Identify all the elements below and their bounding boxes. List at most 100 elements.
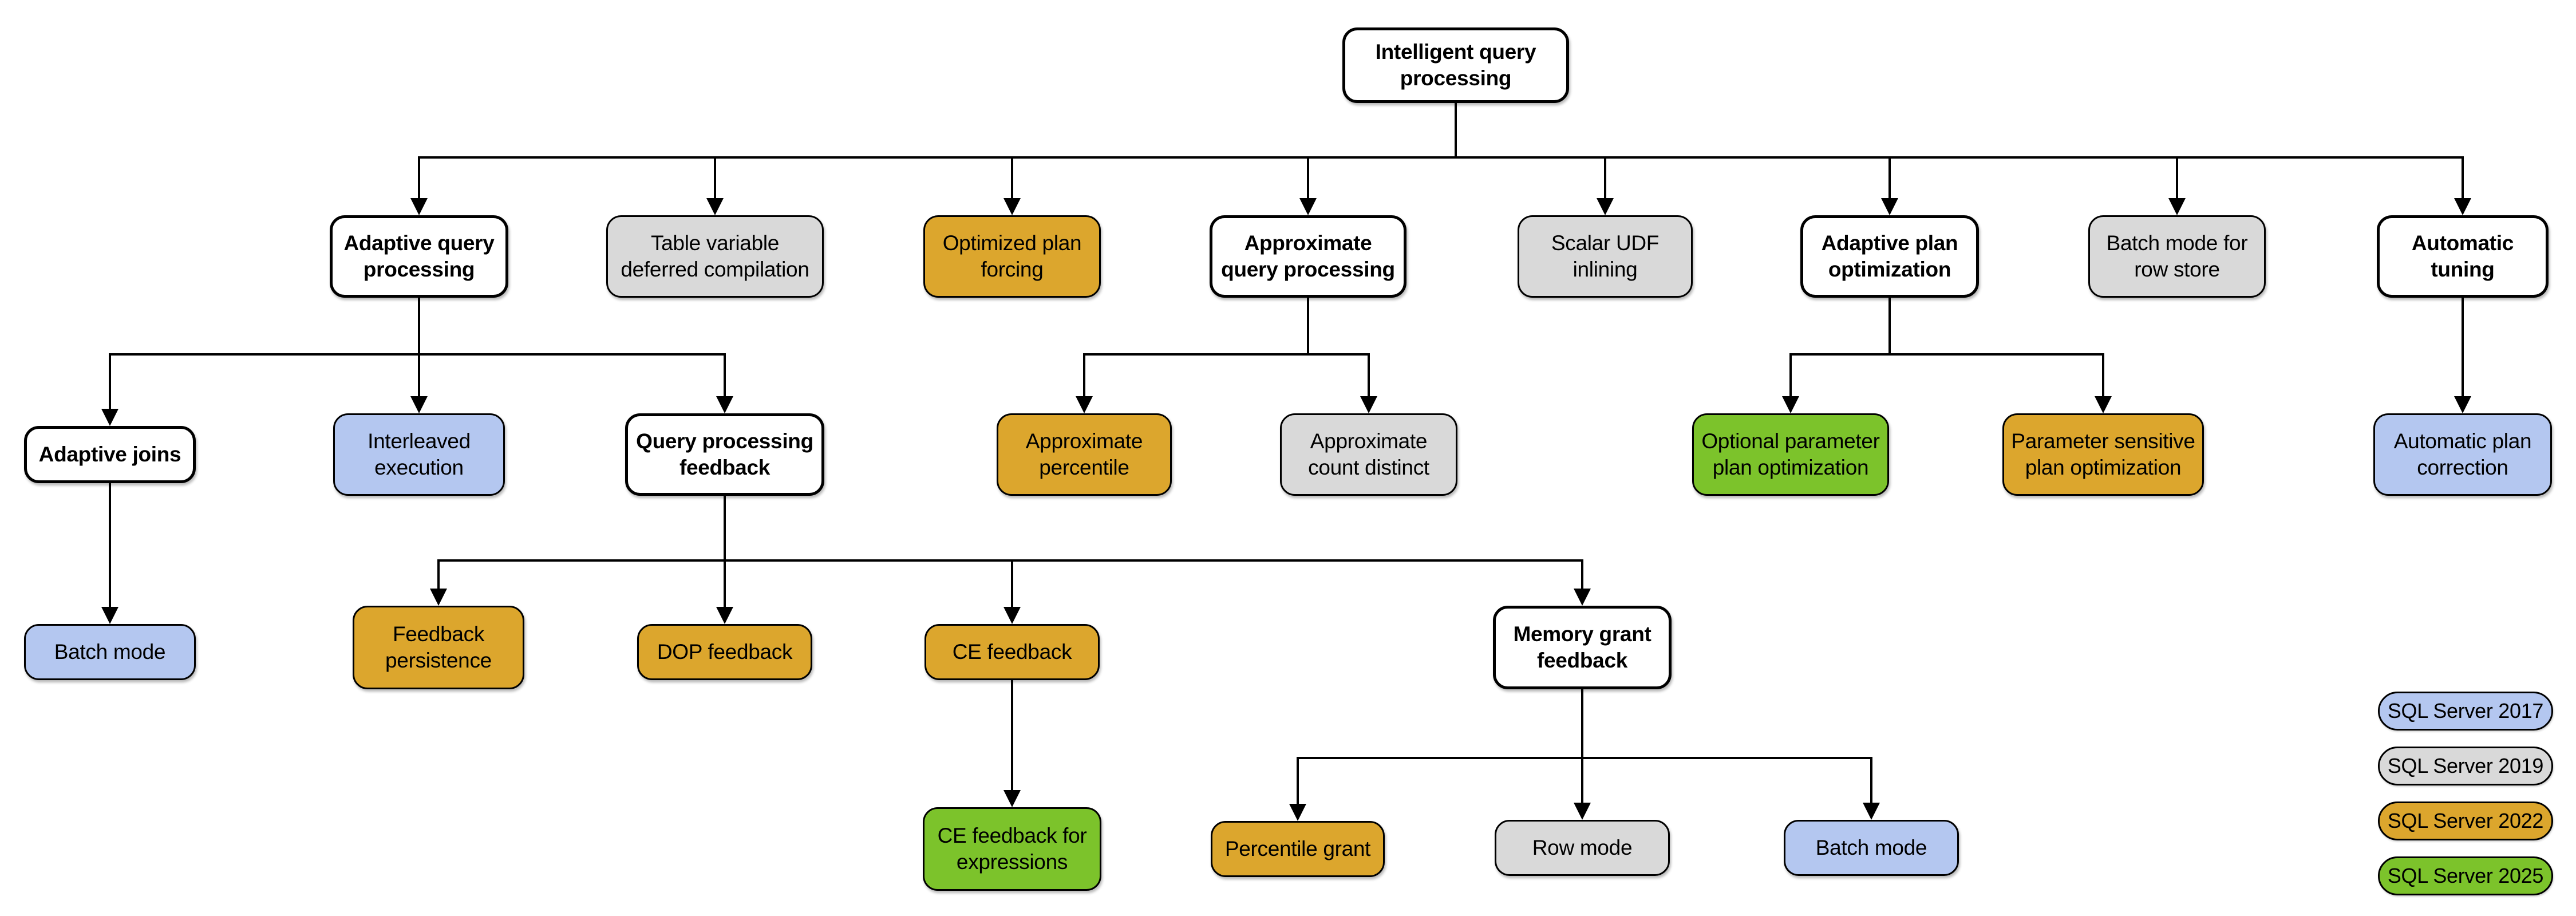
node-label: Row mode — [1532, 836, 1633, 860]
connector-line — [1297, 757, 1299, 807]
legend-item-sql2019: SQL Server 2019 — [2378, 747, 2553, 785]
node-apc: Automatic plan correction — [2373, 413, 2552, 496]
arrowhead-down-icon — [2095, 396, 2112, 413]
connector-line — [1888, 298, 1891, 356]
connector-line — [2462, 156, 2464, 202]
legend-label: SQL Server 2025 — [2387, 864, 2544, 887]
node-ie: Interleaved execution — [333, 413, 505, 496]
arrowhead-down-icon — [716, 607, 733, 624]
connector-line — [714, 156, 716, 202]
node-label: Feedback persistence — [385, 622, 492, 672]
legend-label: SQL Server 2022 — [2387, 809, 2544, 832]
node-label: Approximate percentile — [1025, 429, 1143, 479]
connector-line — [109, 353, 111, 412]
legend-item-sql2022: SQL Server 2022 — [2378, 802, 2553, 840]
node-oppo: Optional parameter plan optimization — [1692, 413, 1889, 496]
node-pg: Percentile grant — [1211, 821, 1385, 877]
connector-line — [1581, 559, 1583, 592]
connector-line — [1581, 689, 1583, 759]
node-fp: Feedback persistence — [353, 606, 524, 689]
node-label: CE feedback for expressions — [937, 824, 1087, 874]
node-label: Interleaved execution — [368, 429, 471, 479]
node-label: Batch mode — [54, 640, 166, 664]
connector-line — [109, 483, 111, 610]
connector-line — [1368, 353, 1370, 400]
connector-line — [1297, 757, 1872, 759]
arrowhead-down-icon — [2168, 198, 2186, 215]
node-label: Percentile grant — [1224, 837, 1371, 861]
connector-line — [1011, 559, 1013, 610]
arrowhead-down-icon — [1881, 198, 1898, 215]
node-aqproc: Approximate query processing — [1210, 215, 1406, 298]
arrowhead-down-icon — [2454, 396, 2471, 413]
node-label: Adaptive plan optimization — [1821, 231, 1958, 281]
connector-line — [1604, 156, 1606, 202]
node-dop: DOP feedback — [637, 624, 812, 680]
node-pspo: Parameter sensitive plan optimization — [2002, 413, 2204, 496]
arrowhead-down-icon — [2454, 198, 2471, 215]
node-acd: Approximate count distinct — [1280, 413, 1457, 496]
connector-line — [1455, 103, 1457, 159]
arrowhead-down-icon — [1003, 198, 1021, 215]
arrowhead-down-icon — [1076, 396, 1093, 413]
node-apo: Adaptive plan optimization — [1800, 215, 1979, 298]
node-label: DOP feedback — [657, 640, 793, 664]
node-qpf: Query processing feedback — [625, 413, 824, 496]
node-apct: Approximate percentile — [997, 413, 1172, 496]
arrowhead-down-icon — [1003, 607, 1021, 624]
node-label: Batch mode — [1815, 836, 1927, 860]
connector-line — [1011, 156, 1013, 202]
connector-line — [418, 156, 2464, 159]
arrowhead-down-icon — [1289, 804, 1306, 821]
legend-item-sql2017: SQL Server 2017 — [2378, 692, 2553, 731]
connector-line — [418, 298, 420, 356]
connector-line — [724, 559, 726, 610]
connector-line — [1581, 757, 1583, 806]
arrowhead-down-icon — [101, 607, 118, 624]
connector-line — [1307, 298, 1309, 356]
connector-line — [1789, 353, 2104, 356]
connector-line — [1083, 353, 1085, 400]
connector-line — [418, 353, 420, 400]
node-label: Scalar UDF inlining — [1551, 231, 1660, 281]
legend-label: SQL Server 2019 — [2387, 754, 2544, 777]
connector-line — [1307, 156, 1309, 202]
node-label: Adaptive joins — [38, 443, 181, 467]
connector-line — [1888, 156, 1891, 202]
legend-label: SQL Server 2017 — [2387, 699, 2544, 722]
node-label: Approximate query processing — [1221, 231, 1395, 281]
node-bm1: Batch mode — [24, 624, 196, 680]
connector-line — [418, 156, 420, 202]
node-label: Optional parameter plan optimization — [1701, 429, 1880, 479]
node-label: Parameter sensitive plan optimization — [2011, 429, 2195, 479]
connector-line — [109, 353, 726, 356]
node-label: Intelligent query processing — [1375, 40, 1536, 90]
connector-line — [2462, 298, 2464, 400]
arrowhead-down-icon — [1863, 803, 1880, 820]
node-aqp: Adaptive query processing — [330, 215, 508, 298]
node-cef: CE feedback — [924, 624, 1100, 680]
arrowhead-down-icon — [706, 198, 724, 215]
arrowhead-down-icon — [1299, 198, 1317, 215]
connector-line — [2102, 353, 2104, 400]
node-bmrs: Batch mode for row store — [2088, 215, 2266, 298]
arrowhead-down-icon — [1360, 396, 1377, 413]
node-bm2: Batch mode — [1784, 820, 1959, 876]
node-root: Intelligent query processing — [1342, 27, 1569, 103]
node-tvdc: Table variable deferred compilation — [606, 215, 824, 298]
node-label: CE feedback — [952, 640, 1072, 664]
arrowhead-down-icon — [1597, 198, 1614, 215]
arrowhead-down-icon — [410, 198, 428, 215]
arrowhead-down-icon — [430, 589, 447, 606]
connector-line — [724, 496, 726, 562]
connector-line — [2176, 156, 2178, 202]
connector-line — [1083, 353, 1370, 356]
node-label: Adaptive query processing — [343, 231, 495, 281]
node-label: Memory grant feedback — [1513, 622, 1652, 672]
connector-line — [724, 353, 726, 400]
node-label: Automatic plan correction — [2393, 429, 2532, 479]
connector-line — [1870, 757, 1872, 806]
connector-line — [437, 559, 440, 592]
legend-item-sql2025: SQL Server 2025 — [2378, 856, 2553, 895]
